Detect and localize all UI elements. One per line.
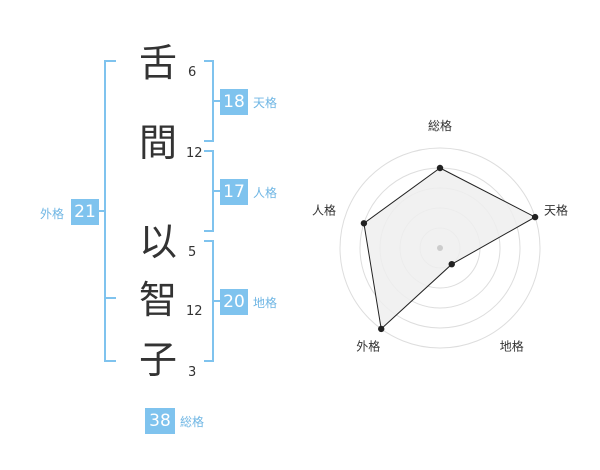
radar-axis-label-4: 外格 (356, 339, 380, 354)
radar-points (360, 164, 539, 333)
jinkaku-connector (212, 190, 220, 192)
tenkaku-badge: 18 (220, 89, 248, 115)
gaikaku-connector (96, 210, 106, 212)
radar-point-5 (360, 220, 368, 227)
chikaku-badge: 20 (220, 289, 248, 315)
radar-axis-label-3: 地格 (500, 339, 524, 354)
radar-point-4 (378, 325, 385, 333)
soukaku-badge: 38 (145, 408, 175, 434)
tenkaku-label: 天格 (253, 96, 278, 110)
jinkaku-badge: 17 (220, 179, 248, 205)
radar-center-dot (437, 245, 443, 251)
radar-polygon (363, 167, 537, 330)
name-character-3: 以 (138, 220, 177, 264)
stroke-count-3: 5 (188, 245, 197, 260)
name-character-1: 舌 (138, 41, 177, 85)
jinkaku-label: 人格 (253, 186, 278, 200)
name-character-2: 間 (138, 121, 177, 165)
tenkaku-connector (212, 100, 220, 102)
gaikaku-badge: 21 (71, 199, 99, 225)
gaikaku-bracket-tick (104, 297, 116, 299)
name-character-5: 子 (138, 338, 177, 382)
stroke-count-2: 12 (186, 146, 203, 161)
stroke-count-1: 6 (188, 65, 197, 80)
radar-point-2 (531, 213, 539, 221)
radar-point-1 (436, 164, 444, 172)
radar-axis-label-1: 総格 (428, 118, 452, 133)
soukaku-label: 総格 (180, 415, 205, 429)
name-character-4: 智 (138, 278, 177, 322)
chikaku-label: 地格 (253, 296, 278, 310)
chikaku-connector (212, 300, 220, 302)
radar-axis-label-2: 天格 (544, 202, 568, 217)
radar-ring-5 (339, 147, 541, 349)
stroke-count-5: 3 (188, 365, 197, 380)
stroke-count-4: 12 (186, 304, 203, 319)
radar-point-3 (448, 260, 455, 268)
radar-axis-label-5: 人格 (312, 202, 336, 217)
gaikaku-label: 外格 (40, 207, 65, 221)
